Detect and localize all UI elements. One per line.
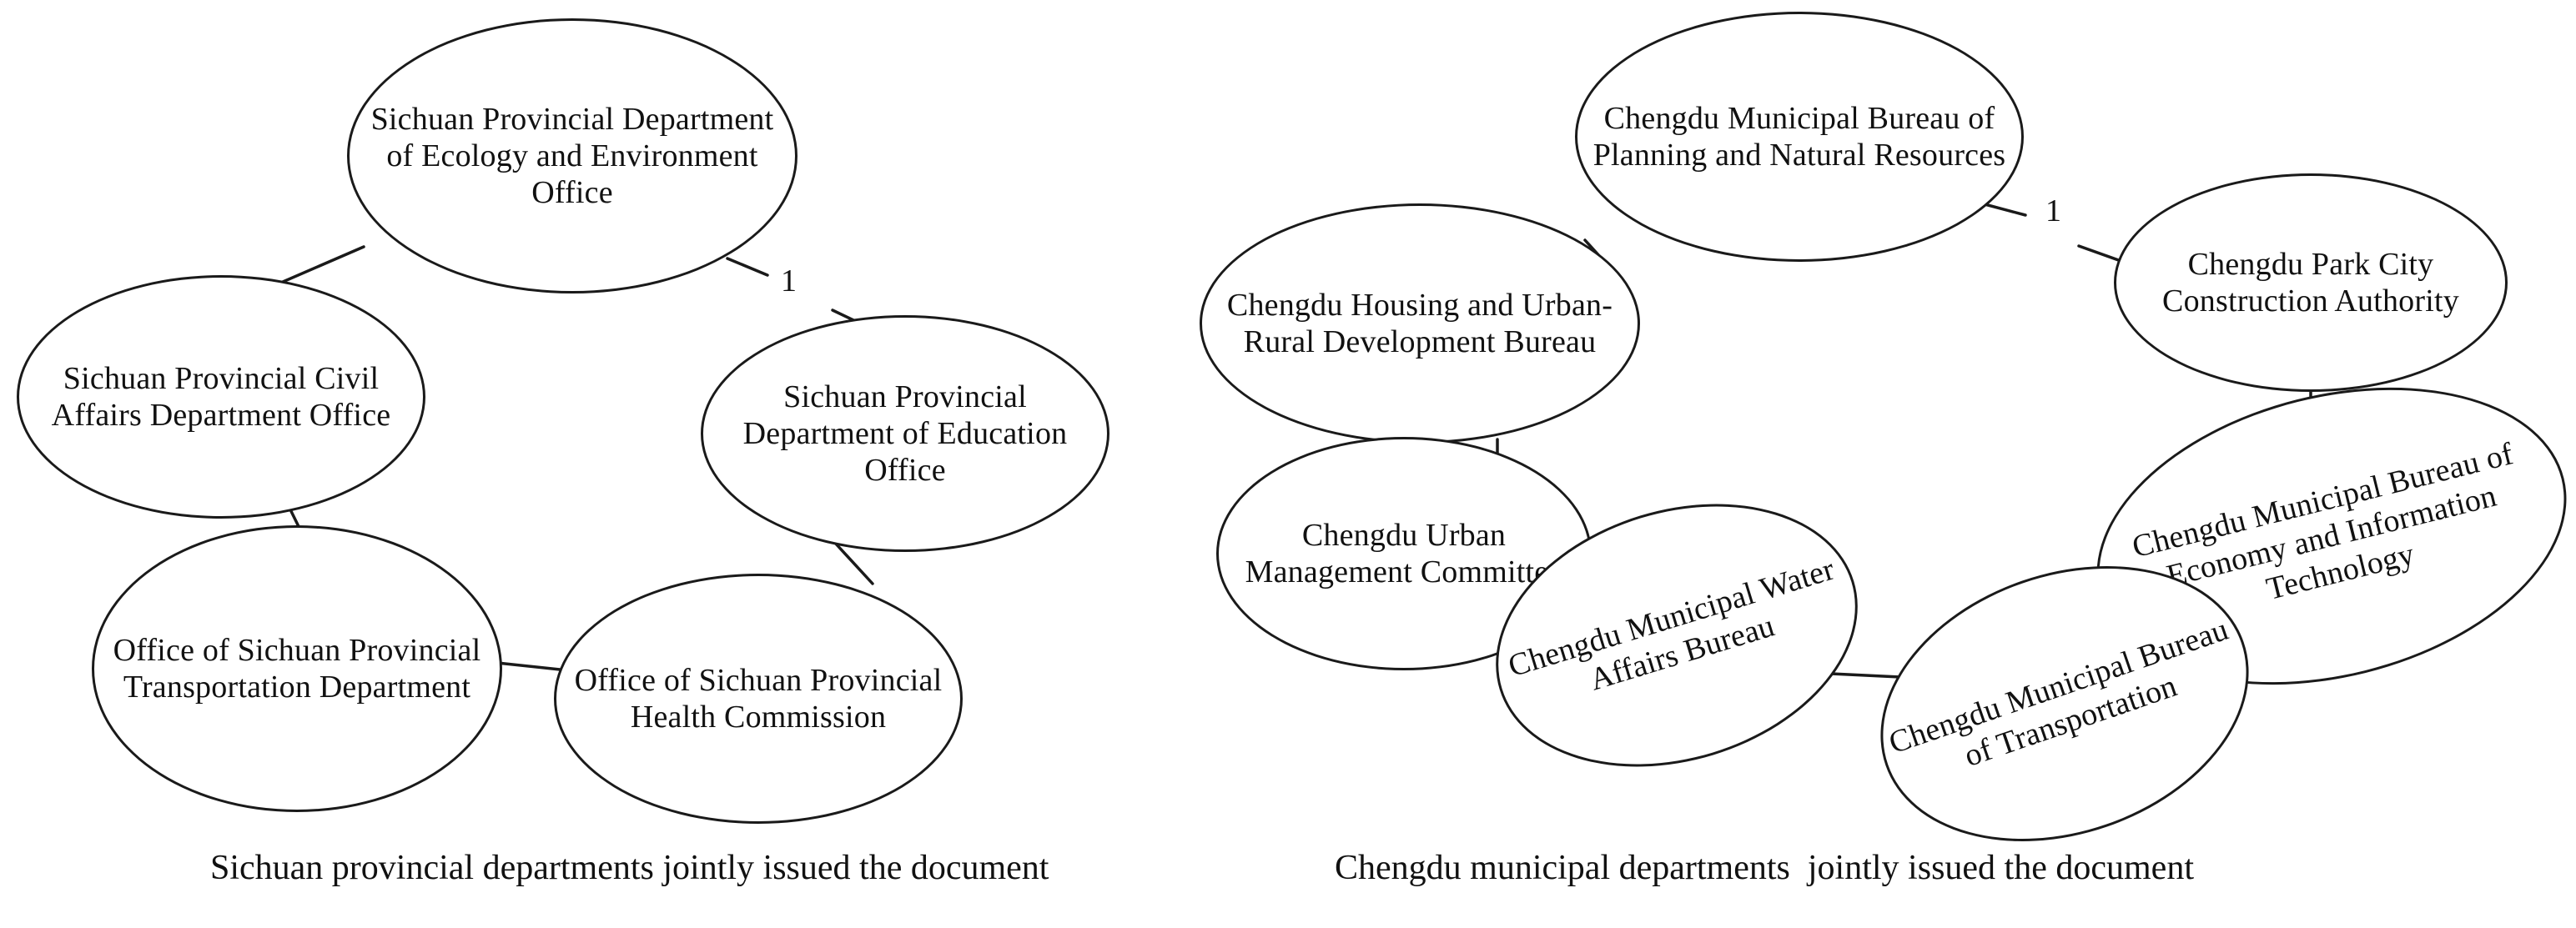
edge-marker-right-1: 1 xyxy=(2045,193,2061,228)
node-label: Chengdu Park City Construction Authority xyxy=(2162,246,2459,319)
node-label: Sichuan Provincial Civil Affairs Departm… xyxy=(51,360,391,433)
node-label: Sichuan Provincial Department of Educati… xyxy=(742,379,1068,489)
edge-marker-left-1: 1 xyxy=(781,263,797,298)
node-label: Chengdu Municipal Bureau of Transportati… xyxy=(1884,611,2233,774)
node-label: Chengdu Municipal Water Affairs Bureau xyxy=(1504,551,1839,698)
node-sichuan-ecology-environment[interactable]: Sichuan Provincial Department of Ecology… xyxy=(347,18,797,293)
node-label: Office of Sichuan Provincial Transportat… xyxy=(113,632,481,705)
node-label: Chengdu Housing and Urban-Rural Developm… xyxy=(1226,287,1613,359)
node-label: Chengdu Municipal Bureau of Planning and… xyxy=(1592,100,2006,173)
node-label: Office of Sichuan Provincial Health Comm… xyxy=(574,662,943,735)
node-chengdu-planning-natural-resources[interactable]: Chengdu Municipal Bureau of Planning and… xyxy=(1575,12,2024,262)
node-label: Sichuan Provincial Department of Ecology… xyxy=(370,101,774,211)
edge-water-transportation xyxy=(1829,672,1902,679)
caption-right: Chengdu municipal departments jointly is… xyxy=(1335,849,2194,887)
node-sichuan-health-commission[interactable]: Office of Sichuan Provincial Health Comm… xyxy=(554,574,963,824)
node-chengdu-park-city-construction[interactable]: Chengdu Park City Construction Authority xyxy=(2114,173,2508,392)
node-chengdu-urban-management[interactable]: Chengdu Urban Management Committee xyxy=(1216,437,1592,670)
edge-stub-ecology-marker xyxy=(726,257,769,277)
node-sichuan-civil-affairs[interactable]: Sichuan Provincial Civil Affairs Departm… xyxy=(17,275,425,519)
node-sichuan-education[interactable]: Sichuan Provincial Department of Educati… xyxy=(701,315,1109,552)
node-label: Chengdu Urban Management Committee xyxy=(1245,517,1563,589)
node-chengdu-housing-urban-rural[interactable]: Chengdu Housing and Urban-Rural Developm… xyxy=(1200,203,1640,444)
caption-left: Sichuan provincial departments jointly i… xyxy=(210,849,1049,887)
node-sichuan-transportation[interactable]: Office of Sichuan Provincial Transportat… xyxy=(92,525,502,812)
